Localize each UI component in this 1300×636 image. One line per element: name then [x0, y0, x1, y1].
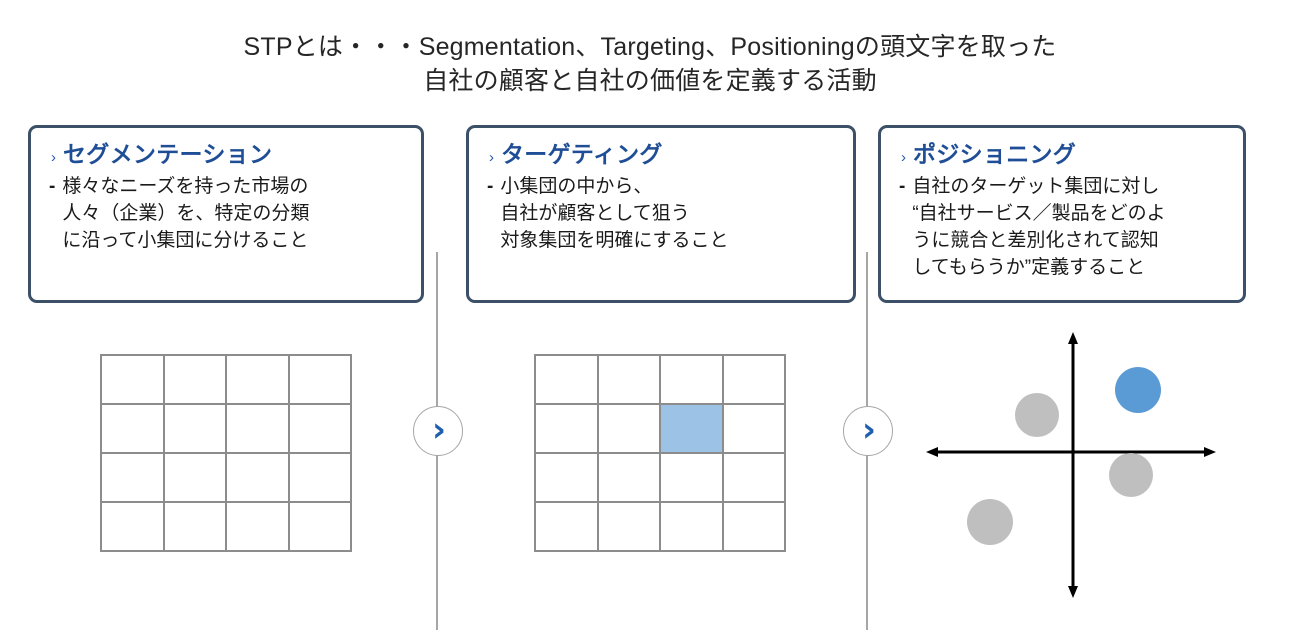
card-segmentation-heading: › セグメンテーション: [51, 141, 411, 167]
card-segmentation: › セグメンテーション - 様々なニーズを持った市場の 人々（企業）を、特定の分…: [28, 125, 424, 303]
chevron-right-icon: ›: [489, 149, 494, 166]
segmentation-grid: [100, 354, 352, 552]
segmentation-grid-cell: [227, 503, 290, 552]
targeting-grid-cell: [723, 503, 786, 552]
card-segmentation-description: 様々なニーズを持った市場の 人々（企業）を、特定の分類 に沿って小集団に分けるこ…: [62, 176, 310, 252]
positioning-point-competitor-1: [1015, 393, 1059, 437]
chevron-right-icon: ›: [431, 409, 446, 450]
card-positioning: › ポジショニング - 自社のターゲット集団に対し “自社サービス／製品をどのよ…: [878, 125, 1246, 303]
card-segmentation-body: - 様々なニーズを持った市場の 人々（企業）を、特定の分類 に沿って小集団に分け…: [49, 173, 411, 254]
card-targeting-body: - 小集団の中から、 自社が顧客として狙う 対象集団を明確にすること: [487, 173, 843, 254]
step-arrow-1: ›: [413, 406, 463, 456]
card-targeting: › ターゲティング - 小集団の中から、 自社が顧客として狙う 対象集団を明確に…: [466, 125, 856, 303]
targeting-grid-cell: [598, 454, 661, 503]
card-positioning-body: - 自社のターゲット集団に対し “自社サービス／製品をどのよ うに競合と差別化さ…: [899, 173, 1233, 281]
targeting-grid-cell: [598, 405, 661, 454]
card-positioning-description: 自社のターゲット集団に対し “自社サービス／製品をどのよ うに競合と差別化されて…: [912, 176, 1166, 279]
segmentation-grid-cell: [289, 356, 352, 405]
chevron-right-icon: ›: [861, 409, 876, 450]
positioning-map: [920, 330, 1220, 600]
page-title: STPとは・・・Segmentation、Targeting、Positioni…: [243, 33, 1057, 95]
targeting-grid-cell: [598, 503, 661, 552]
targeting-grid-cell: [536, 356, 599, 405]
targeting-grid-cell-selected: [661, 405, 724, 454]
chevron-right-icon: ›: [901, 149, 906, 166]
card-targeting-title: ターゲティング: [501, 141, 663, 167]
card-targeting-description: 小集団の中から、 自社が顧客として狙う 対象集団を明確にすること: [500, 176, 729, 252]
positioning-point-own-company: [1115, 367, 1161, 413]
segmentation-grid-cell: [289, 454, 352, 503]
step-arrow-2: ›: [843, 406, 893, 456]
segmentation-grid-cell: [289, 405, 352, 454]
positioning-axes: [926, 332, 1216, 598]
segmentation-grid-cell: [289, 503, 352, 552]
dash-bullet-icon: -: [899, 176, 906, 198]
targeting-grid-cell: [536, 503, 599, 552]
segmentation-grid-cell: [102, 454, 165, 503]
positioning-points: [967, 367, 1161, 545]
targeting-grid-cell: [536, 454, 599, 503]
segmentation-grid-cell: [164, 503, 227, 552]
targeting-grid: [534, 354, 786, 552]
card-positioning-title: ポジショニング: [913, 141, 1077, 167]
segmentation-grid-cell: [227, 405, 290, 454]
segmentation-grid-cell: [227, 356, 290, 405]
segmentation-grid-cell: [164, 405, 227, 454]
card-positioning-heading: › ポジショニング: [901, 141, 1233, 167]
chevron-right-icon: ›: [51, 149, 56, 166]
segmentation-grid-cell: [102, 405, 165, 454]
dash-bullet-icon: -: [487, 176, 494, 198]
card-targeting-heading: › ターゲティング: [489, 141, 843, 167]
targeting-grid-cell: [661, 356, 724, 405]
segmentation-grid-cell: [102, 356, 165, 405]
segmentation-grid-cell: [227, 454, 290, 503]
segmentation-grid-cell: [164, 454, 227, 503]
targeting-grid-cell: [723, 454, 786, 503]
segmentation-grid-cell: [102, 503, 165, 552]
dash-bullet-icon: -: [49, 176, 56, 198]
segmentation-grid-cell: [164, 356, 227, 405]
positioning-point-competitor-2: [1109, 453, 1153, 497]
targeting-grid-cell: [536, 405, 599, 454]
card-segmentation-title: セグメンテーション: [63, 141, 273, 167]
targeting-grid-cell: [661, 454, 724, 503]
targeting-grid-cell: [661, 503, 724, 552]
targeting-grid-cell: [598, 356, 661, 405]
targeting-grid-cell: [723, 405, 786, 454]
targeting-grid-cell: [723, 356, 786, 405]
positioning-point-competitor-3: [967, 499, 1013, 545]
